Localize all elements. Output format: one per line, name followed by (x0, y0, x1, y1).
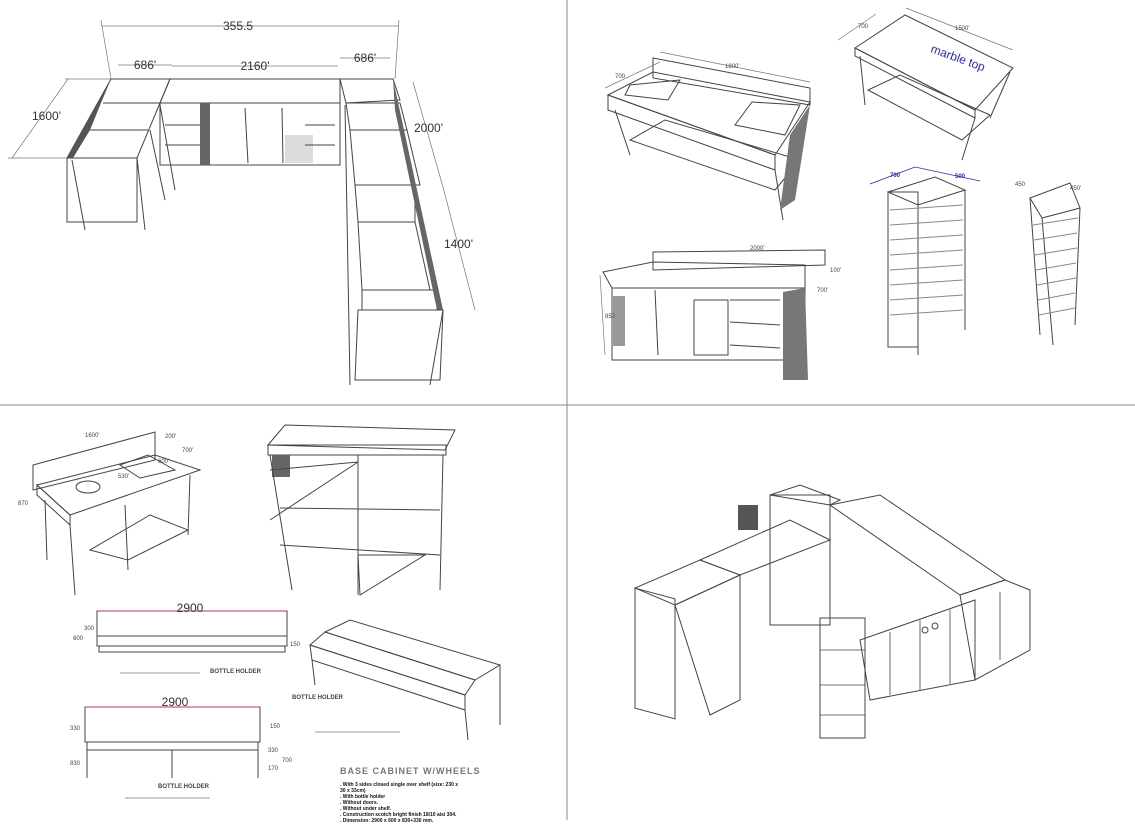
sink-table-depth: 700 (615, 74, 626, 80)
dim-left-width: 686' (134, 58, 156, 72)
dim-overall: 355.5 (223, 19, 253, 33)
spec-note: 30 x 33cm) (340, 788, 366, 794)
u-counter-drawing: 355.5 686' 2160' 686' 1600' 2000' 1400' (8, 19, 476, 386)
elevation-2-h6: 700 (282, 758, 293, 764)
spec-note: . With 3 sides closed single over shelf … (340, 782, 459, 788)
base-cabinet-title: BASE CABINET W/WHEELS (340, 766, 481, 776)
dim-right-width: 686' (354, 51, 376, 65)
marble-top-label: marble top (929, 42, 987, 75)
sink-table-drawing: 700 1800' (604, 51, 811, 221)
open-cabinet-drawing (266, 424, 456, 596)
cabinet-depth: 700' (817, 288, 828, 294)
elevation-2-h3: 150 (270, 724, 281, 730)
rack-a-depth: 500 (955, 174, 966, 180)
rack-a-width: 700 (890, 173, 901, 179)
elevation-2-h2: 830 (70, 761, 81, 767)
bar-layout-iso-drawing (633, 484, 1031, 739)
dim-left-depth: 1600' (32, 109, 61, 123)
elevation-1-drawing: 2900 600 300 150 BOTTLE HOLDER (73, 601, 301, 675)
sink-unit-sink-depth: 600' (158, 459, 169, 465)
marble-table-drawing: 700 1500' marble top (837, 7, 1014, 161)
dim-middle-width: 2160' (241, 59, 270, 73)
dim-right-upper: 2000' (414, 121, 443, 135)
cabinet-height: 850 (605, 314, 616, 320)
sink-unit-depth: 700' (182, 448, 193, 454)
spec-note: . Without doors. (340, 800, 379, 806)
rack-b-width: 450 (1015, 182, 1026, 188)
spec-note: . With bottle holder (340, 794, 386, 800)
spec-note: . Dimension: 2900 x 600 x 830+330 mm. (340, 818, 434, 824)
tray-rack-a-drawing: 700 500 (869, 166, 981, 355)
elevation-2-h5: 170 (268, 766, 279, 772)
spec-note: . Construction scotch bright finish 18/1… (340, 812, 457, 818)
iso-caption: BOTTLE HOLDER (292, 695, 344, 701)
sink-unit-sink-width: 530' (118, 474, 129, 480)
marble-table-length: 1500' (955, 26, 970, 32)
bottle-holder-iso-drawing: BOTTLE HOLDER (292, 619, 502, 741)
elevation-1-h3: 150 (290, 642, 301, 648)
sink-unit-height: 870 (18, 501, 29, 507)
elevation-2-h1: 330 (70, 726, 81, 732)
rack-b-depth: 450' (1070, 186, 1081, 192)
elevation-2-length: 2900 (162, 695, 189, 709)
elevation-1-length: 2900 (177, 601, 204, 615)
spec-notes: . With 3 sides closed single over shelf … (340, 782, 458, 824)
spec-note: . Without under shelf. (340, 806, 392, 812)
elevation-1-h1: 300 (84, 626, 95, 632)
elevation-1-caption: BOTTLE HOLDER (210, 669, 262, 675)
tray-rack-b-drawing: 450 450' (1015, 182, 1081, 346)
dim-right-lower: 1400' (444, 237, 473, 251)
elevation-1-h2: 600 (73, 636, 84, 642)
elevation-2-h4: 330 (268, 748, 279, 754)
cabinet-length: 2000' (750, 246, 765, 252)
sink-table-length: 1800' (725, 64, 740, 70)
sink-unit-length: 1600' (85, 433, 100, 439)
elevation-2-caption: BOTTLE HOLDER (158, 784, 210, 790)
elevation-2-drawing: 2900 330 830 150 330 170 700 BOTTLE HOLD… (70, 695, 293, 799)
base-cabinet-drawing: 850 2000' 100' 700' (599, 246, 841, 380)
cabinet-upstand: 100' (830, 268, 841, 274)
sink-unit-upstand: 200' (165, 434, 176, 440)
sink-unit-drawing: 1600' 200' 700' 870 530' 600' (18, 431, 202, 596)
marble-table-depth: 700 (858, 24, 869, 30)
